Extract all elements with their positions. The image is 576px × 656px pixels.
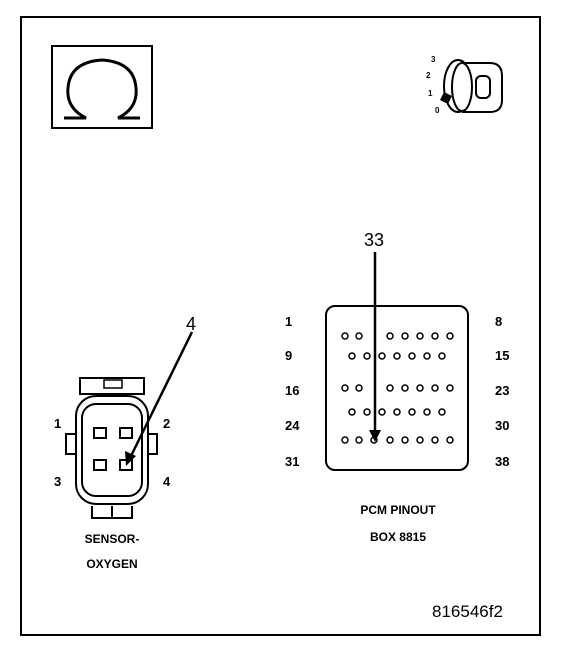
oxygen-sensor-pin-3: 3 <box>54 474 62 489</box>
ignition-position-3: 3 <box>431 55 436 64</box>
pcm-row-end-label: 38 <box>495 454 510 469</box>
pcm-pin-hole <box>431 332 439 340</box>
oxygen-sensor-pin-2: 2 <box>163 416 171 431</box>
pcm-row-end-label: 8 <box>495 314 503 329</box>
pcm-row-start-label: 31 <box>285 454 300 469</box>
pcm-pin-hole <box>341 436 349 444</box>
pcm-pin-hole <box>355 332 363 340</box>
oxygen-sensor-pin-4: 4 <box>163 474 171 489</box>
pcm-pin-hole <box>446 436 454 444</box>
diagram-frame <box>20 16 541 636</box>
pcm-caption-line2: BOX 8815 <box>369 530 427 544</box>
pcm-pin-hole <box>423 408 431 416</box>
pcm-pin-hole <box>355 384 363 392</box>
oxygen-sensor-caption-line1: SENSOR- <box>84 532 140 546</box>
pcm-pin-callout: 33 <box>364 230 385 250</box>
oxygen-sensor-pin-callout: 4 <box>186 314 197 334</box>
pcm-pin-holes <box>341 332 454 444</box>
pcm-row-start-label: 16 <box>285 383 300 398</box>
pcm-pin-hole <box>386 384 394 392</box>
pcm-pin-hole <box>386 436 394 444</box>
pcm-pin-hole <box>401 332 409 340</box>
pcm-pin-hole <box>386 332 394 340</box>
pcm-caption-line1: PCM PINOUT <box>360 503 436 517</box>
pcm-row-end-label: 30 <box>495 418 510 433</box>
pcm-pin-hole <box>341 384 349 392</box>
pcm-pin-hole <box>408 352 416 360</box>
pcm-pin-hole <box>446 384 454 392</box>
pcm-row-end-label: 23 <box>495 383 510 398</box>
pcm-pin-hole <box>438 408 446 416</box>
ignition-position-1: 1 <box>428 89 433 98</box>
ignition-position-0: 0 <box>435 106 440 115</box>
pin-33-callout-arrow <box>369 252 381 442</box>
pcm-pin-hole <box>401 436 409 444</box>
pcm-pin-hole <box>423 352 431 360</box>
pcm-pin-hole <box>363 352 371 360</box>
pcm-pin-hole <box>416 332 424 340</box>
pcm-pin-hole <box>431 384 439 392</box>
pcm-pin-hole <box>355 436 363 444</box>
pcm-pin-hole <box>341 332 349 340</box>
pcm-row-start-label: 1 <box>285 314 293 329</box>
pcm-pin-hole <box>416 384 424 392</box>
pcm-row-start-label: 24 <box>285 418 300 433</box>
pcm-pin-hole <box>401 384 409 392</box>
pcm-pin-hole <box>348 352 356 360</box>
ignition-key-icon <box>440 59 503 113</box>
ignition-position-2: 2 <box>426 71 431 80</box>
oxygen-sensor-caption-line2: OXYGEN <box>86 557 138 571</box>
oxygen-sensor-connector <box>65 377 158 519</box>
pcm-pin-hole <box>446 332 454 340</box>
pcm-pin-hole <box>393 408 401 416</box>
pcm-row-end-label: 15 <box>495 348 510 363</box>
oxygen-sensor-pin-1: 1 <box>54 416 62 431</box>
pcm-pin-hole <box>363 408 371 416</box>
pcm-pin-hole <box>431 436 439 444</box>
pcm-pin-hole <box>416 436 424 444</box>
pcm-pinout-box <box>325 305 469 471</box>
ohm-icon <box>51 45 153 129</box>
pcm-pin-hole <box>408 408 416 416</box>
pcm-row-start-label: 9 <box>285 348 293 363</box>
pcm-pin-hole <box>378 408 386 416</box>
pcm-pin-hole <box>348 408 356 416</box>
pcm-pin-hole <box>438 352 446 360</box>
pcm-pin-hole <box>393 352 401 360</box>
pcm-pin-hole <box>378 352 386 360</box>
pin-4-callout-arrow <box>125 331 194 466</box>
figure-id: 816546f2 <box>432 602 503 621</box>
